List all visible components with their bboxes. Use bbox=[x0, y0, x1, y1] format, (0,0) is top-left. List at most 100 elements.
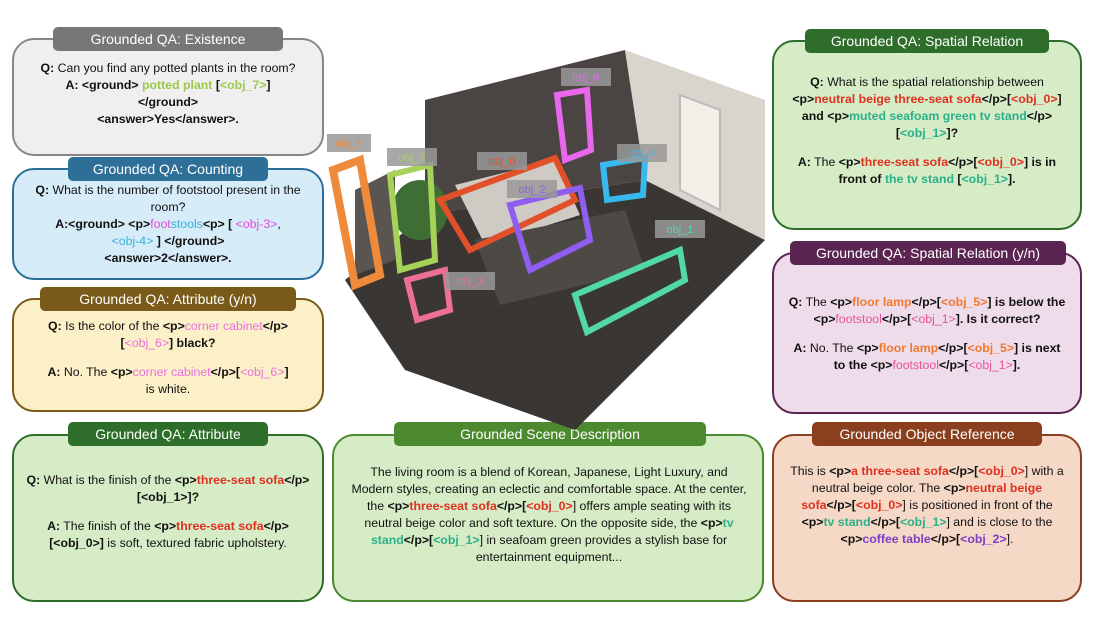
ref-text: This is bbox=[790, 464, 826, 478]
question-text: Is the color of the bbox=[65, 319, 160, 333]
p-tag: <p> bbox=[154, 519, 177, 533]
obj-text: coffee table bbox=[862, 532, 931, 546]
p-close: </p>[ bbox=[895, 109, 1053, 140]
bracket: ]. bbox=[1012, 358, 1021, 372]
p-close: </p>[ bbox=[496, 499, 527, 513]
floor bbox=[345, 180, 765, 430]
svg-text:obj_7: obj_7 bbox=[399, 152, 426, 164]
p-tag: <p> bbox=[830, 295, 853, 309]
obj-label-0: obj_0 bbox=[477, 152, 527, 170]
obj3-box bbox=[403, 266, 454, 324]
spatial-yn-title: Grounded QA: Spatial Relation (y/n) bbox=[790, 241, 1066, 265]
connector: ] is next to the bbox=[833, 341, 1061, 372]
obj-text: corner cabinet bbox=[132, 365, 211, 379]
obj-label-7: obj_7 bbox=[387, 148, 437, 166]
obj-label-3: obj_3 bbox=[445, 272, 495, 290]
scene-text: ] in seafoam green provides a stylish ba… bbox=[475, 533, 728, 564]
p-tag: <p> [ bbox=[202, 217, 233, 231]
ref-text: ] with a neutral beige color. The bbox=[811, 464, 1064, 495]
p-close: </p>[ bbox=[981, 92, 1012, 106]
p-close: </p>[ bbox=[870, 515, 900, 529]
p-tag: <p> bbox=[856, 341, 879, 355]
p-close: </p>[ bbox=[210, 365, 240, 379]
reference-title: Grounded Object Reference bbox=[812, 422, 1042, 446]
p-close: </p>[ bbox=[938, 341, 968, 355]
ground-close: ] </ground> bbox=[156, 234, 225, 248]
attribute-yn-title: Grounded QA: Attribute (y/n) bbox=[40, 287, 296, 311]
obj0-box bbox=[435, 154, 579, 254]
existence-body: Q: Can you find any potted plants in the… bbox=[26, 60, 310, 128]
obj-ref: <obj_5> bbox=[940, 295, 988, 309]
ref-text: ] and is close to the bbox=[946, 515, 1053, 529]
obj-text: a three-seat sofa bbox=[851, 464, 949, 478]
obj-label-5: obj_5 bbox=[327, 134, 371, 152]
obj-label-2: obj_2 bbox=[507, 180, 557, 198]
q-label: Q: bbox=[40, 61, 55, 75]
attribute-yn-card bbox=[12, 298, 324, 412]
spatial-title: Grounded QA: Spatial Relation bbox=[805, 29, 1049, 53]
door bbox=[679, 93, 721, 212]
p-close: </p>[ bbox=[120, 319, 288, 350]
svg-text:obj_5: obj_5 bbox=[336, 138, 363, 150]
svg-text:obj_1: obj_1 bbox=[667, 224, 694, 236]
p-tag: <p> bbox=[174, 473, 197, 487]
q-label: Q: bbox=[788, 295, 803, 309]
attribute-body: Q: What is the finish of the <p>three-se… bbox=[26, 472, 310, 552]
spatial-card bbox=[772, 40, 1082, 230]
bracket: ] black? bbox=[169, 336, 216, 350]
obj-ref: <obj_5> bbox=[967, 341, 1015, 355]
counting-card bbox=[12, 168, 324, 280]
obj-text: footstool bbox=[835, 312, 882, 326]
obj-ref: <obj_1> bbox=[899, 515, 947, 529]
obj-ref: <obj_6> bbox=[124, 336, 170, 350]
a-label: A: bbox=[793, 341, 807, 355]
connector: ] and bbox=[801, 92, 1062, 123]
obj-ref: <obj_2> bbox=[960, 532, 1007, 546]
obj6-box bbox=[553, 86, 595, 165]
q-label: Q: bbox=[810, 75, 824, 89]
obj5-box bbox=[328, 154, 385, 291]
svg-text:obj_2: obj_2 bbox=[519, 184, 546, 196]
answer-tag: <answer>Yes</answer>. bbox=[97, 112, 239, 126]
obj-ref: <obj_1> bbox=[433, 533, 480, 547]
obj-ref: <obj-3> bbox=[235, 217, 278, 231]
question-text: What is the spatial relationship between bbox=[827, 75, 1044, 89]
answer-text: The bbox=[814, 155, 836, 169]
spatial-yn-body: Q: The <p>floor lamp</p>[<obj_5>] is bel… bbox=[786, 294, 1068, 374]
p-tag: <p> bbox=[813, 312, 836, 326]
question-text: What is the finish of the bbox=[43, 473, 172, 487]
obj-text: three-seat sofa bbox=[860, 155, 949, 169]
p-close: </p>[ bbox=[911, 295, 941, 309]
p-close: </p>[ bbox=[826, 498, 856, 512]
p-close: </p>[ bbox=[938, 358, 969, 372]
p-tag: <p> bbox=[827, 109, 850, 123]
connector: ] is in front of bbox=[838, 155, 1057, 186]
obj-ref: <obj_7> bbox=[219, 78, 267, 92]
counting-title: Grounded QA: Counting bbox=[68, 157, 268, 181]
connector: ] is below the bbox=[987, 295, 1066, 309]
a-label: A: bbox=[47, 519, 61, 533]
answer-text: The finish of the bbox=[63, 519, 151, 533]
p-tag: <p> bbox=[700, 516, 723, 530]
question-text: Can you find any potted plants in the ro… bbox=[57, 61, 296, 75]
answer-text: No. The bbox=[809, 341, 854, 355]
ref-text: ] is positioned in front of the bbox=[902, 498, 1053, 512]
svg-text:obj_4: obj_4 bbox=[629, 148, 656, 160]
p-close: </p>[<obj_0>] bbox=[49, 519, 289, 550]
obj-text: tv stand bbox=[823, 515, 871, 529]
a-label: A: bbox=[65, 78, 79, 92]
bracket: ] bbox=[266, 78, 271, 92]
attribute-title: Grounded QA: Attribute bbox=[68, 422, 268, 446]
obj-ref: <obj-4> bbox=[111, 234, 154, 248]
obj-ref: <obj_1> bbox=[968, 358, 1013, 372]
spatial-yn-card bbox=[772, 252, 1082, 414]
p-tag: <p> bbox=[110, 365, 133, 379]
question-text: What is the number of footstool present … bbox=[52, 183, 301, 214]
obj-text: corner cabinet bbox=[184, 319, 263, 333]
bracket: ] bbox=[284, 365, 289, 379]
plant bbox=[392, 180, 448, 240]
spatial-body: Q: What is the spatial relationship betw… bbox=[792, 75, 1062, 186]
q-label: Q: bbox=[26, 473, 41, 487]
p-tag: <p> bbox=[792, 92, 815, 106]
p-tag: <p> bbox=[838, 155, 861, 169]
